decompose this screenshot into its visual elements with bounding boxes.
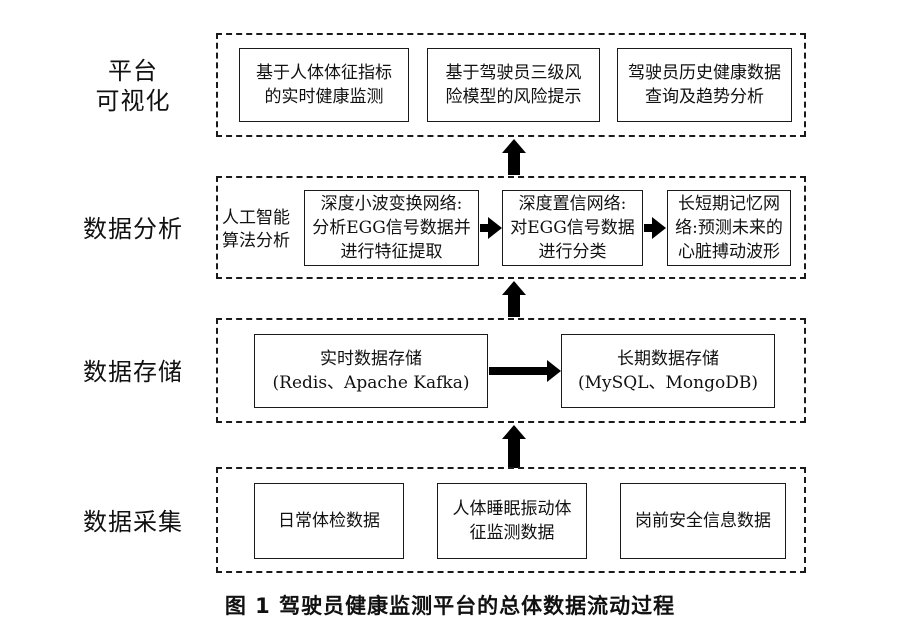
collection-layer-frame: [216, 467, 806, 573]
layer-label-analysis: 数据分析: [83, 215, 183, 243]
history-query-trend-box: 驾驶员历史健康数据 查询及趋势分析: [617, 48, 792, 122]
deep-belief-network-box: 深度置信网络: 对EGG信号数据 进行分类: [502, 190, 643, 266]
right-arrow-head: [547, 360, 561, 382]
up-arrow-head: [502, 425, 526, 439]
wavelet-network-box: 深度小波变换网络: 分析EGG信号数据并 进行特征提取: [304, 190, 479, 266]
layer-label-storage: 数据存储: [83, 358, 183, 386]
figure-caption: 图 1 驾驶员健康监测平台的总体数据流动过程: [224, 594, 676, 618]
daily-checkup-data-box: 日常体检数据: [254, 483, 404, 559]
up-arrow-head: [502, 139, 526, 153]
realtime-storage-box: 实时数据存储 (Redis、Apache Kafka): [254, 334, 488, 408]
up-arrow-collection-to-storage: [502, 425, 526, 468]
layer-label-visualization: 平台 可视化: [95, 57, 171, 115]
storage-layer-frame: [216, 318, 806, 423]
right-arrow-head: [652, 217, 666, 239]
sleep-vibration-data-box: 人体睡眠振动体 征监测数据: [437, 483, 587, 559]
ai-algorithm-analysis-label: 人工智能 算法分析: [222, 208, 290, 251]
right-arrow-wavelet-to-dbn: [480, 217, 502, 239]
right-arrow-shaft: [480, 224, 489, 232]
longterm-storage-box: 长期数据存储 (MySQL、MongoDB): [561, 334, 775, 408]
up-arrow-shaft: [508, 294, 520, 317]
layer-label-collection: 数据采集: [83, 508, 183, 536]
lstm-network-box: 长短期记忆网 络:预测未来的 心脏搏动波形: [667, 190, 791, 266]
visualization-layer-frame: [216, 33, 806, 137]
up-arrow-shaft: [508, 152, 520, 175]
realtime-health-monitoring-box: 基于人体体征指标 的实时健康监测: [239, 48, 409, 122]
pre-shift-safety-data-box: 岗前安全信息数据: [620, 483, 786, 559]
up-arrow-shaft: [508, 438, 520, 468]
up-arrow-head: [502, 281, 526, 295]
right-arrow-head: [488, 217, 502, 239]
right-arrow-shaft: [644, 224, 653, 232]
analysis-layer-frame: [216, 176, 806, 279]
up-arrow-storage-to-analysis: [502, 281, 526, 317]
right-arrow-realtime-to-longterm: [489, 360, 561, 382]
right-arrow-dbn-to-lstm: [644, 217, 666, 239]
risk-alert-box: 基于驾驶员三级风 险模型的风险提示: [427, 48, 600, 122]
right-arrow-shaft: [489, 367, 547, 375]
up-arrow-analysis-to-visualization: [502, 139, 526, 175]
